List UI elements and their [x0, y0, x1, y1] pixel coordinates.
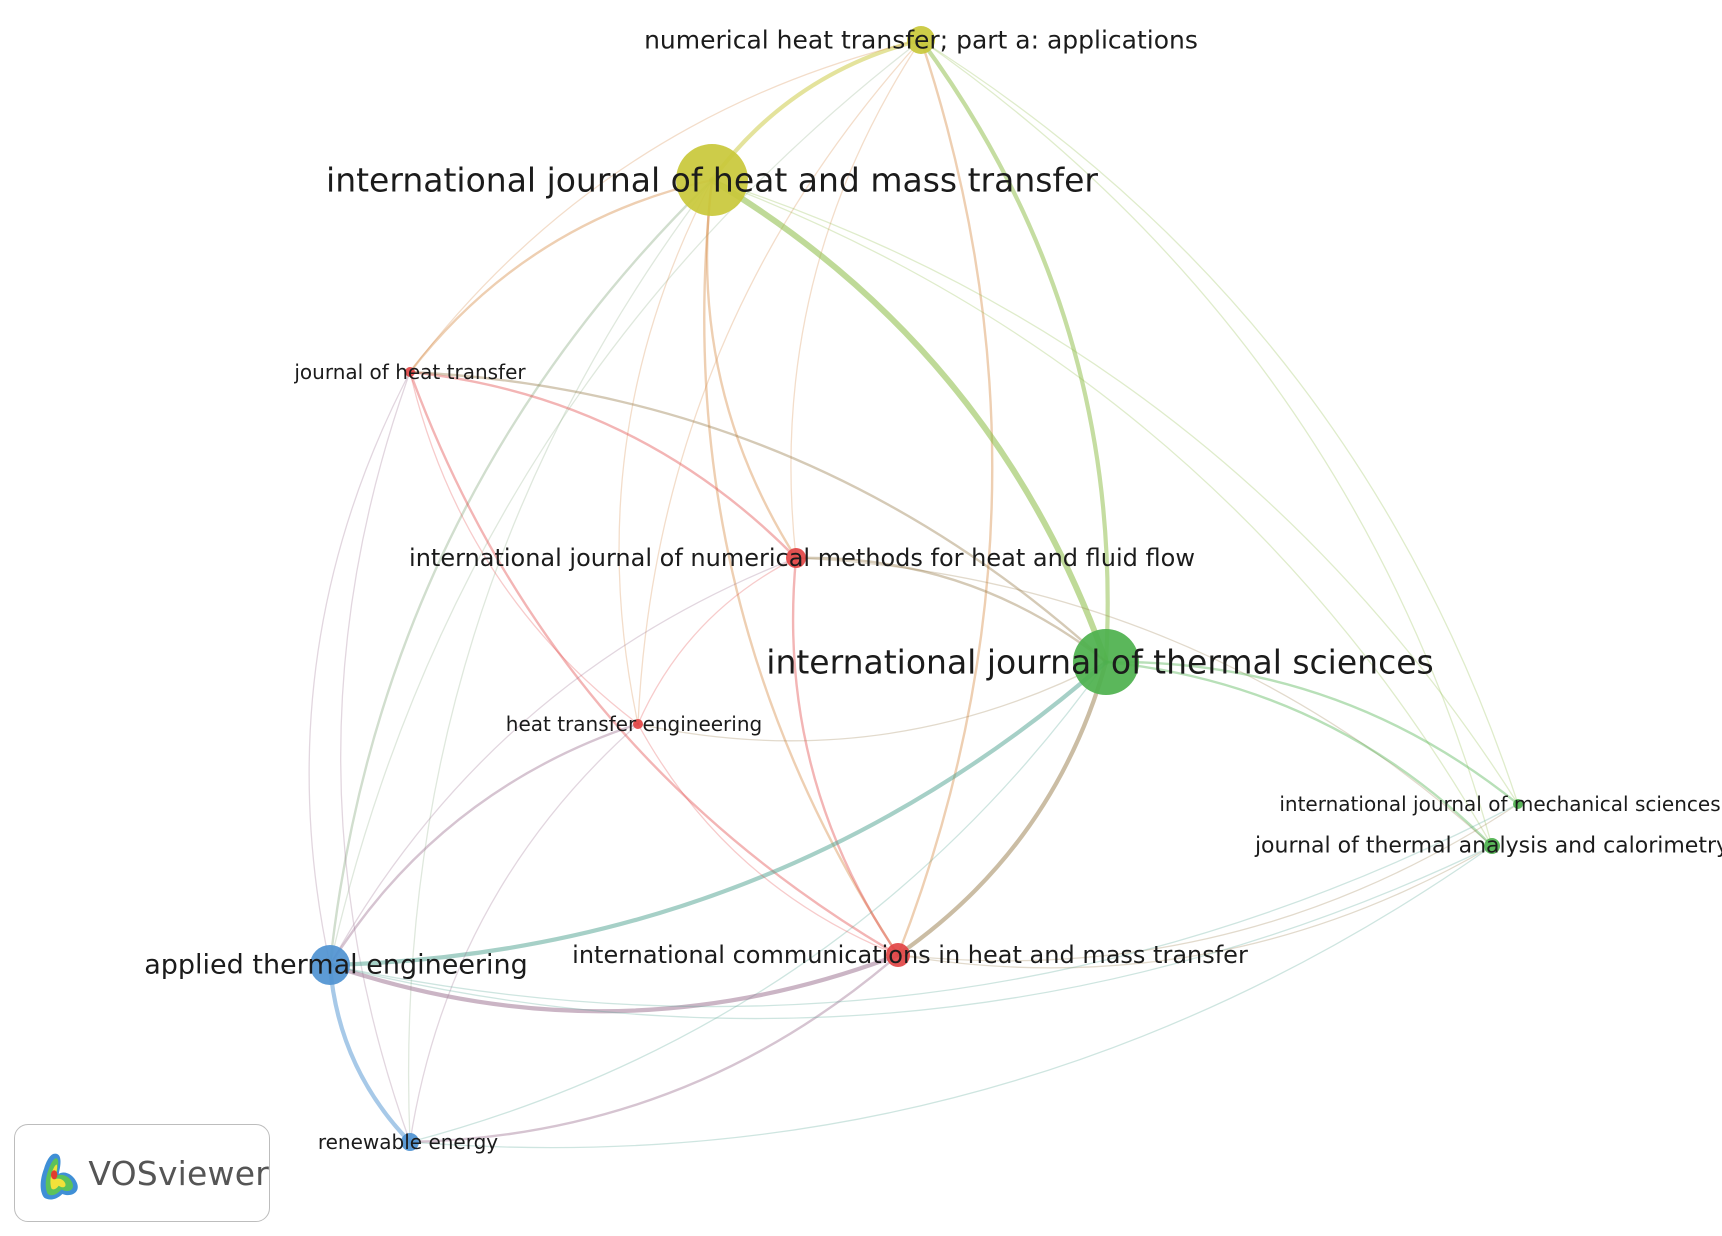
label-hte: heat transfer engineering: [506, 712, 762, 736]
node-re[interactable]: [401, 1133, 419, 1151]
node-ijhmt[interactable]: [676, 144, 748, 216]
label-ijhmt: international journal of heat and mass t…: [326, 161, 1098, 200]
label-re: renewable energy: [318, 1130, 498, 1154]
link-hte-re: [409, 723, 639, 1143]
link-ijhmt-ijts: [709, 177, 1109, 665]
label-ichmt: international communications in heat and…: [572, 941, 1248, 969]
labels-layer: numerical heat transfer; part a: applica…: [144, 26, 1722, 1155]
label-ijnmhff: international journal of numerical metho…: [409, 544, 1195, 572]
link-jht-ate: [308, 371, 411, 966]
link-hte-ichmt: [637, 723, 899, 956]
link-ichmt-ijms: [897, 803, 1519, 962]
link-ijts-ichmt: [895, 659, 1109, 958]
link-ate-re: [327, 962, 413, 1145]
link-ijhmt-ijms: [711, 179, 1519, 805]
link-jht-re: [340, 371, 411, 1143]
link-ijnmhff-jtac: [795, 557, 1493, 847]
link-ijts-jtac: [1104, 660, 1494, 848]
link-ijts-hte: [637, 661, 1107, 742]
link-re-jtac: [409, 845, 1493, 1149]
link-nhtpa-ate: [329, 39, 922, 966]
link-nhtpa-jht: [409, 39, 922, 373]
node-nhtpa[interactable]: [907, 26, 935, 54]
label-jtac: journal of thermal analysis and calorime…: [1254, 834, 1722, 859]
label-nhtpa: numerical heat transfer; part a: applica…: [644, 26, 1198, 55]
link-ijhmt-ate: [328, 178, 714, 967]
link-ijnmhff-ate: [329, 557, 797, 966]
link-ijhmt-hte: [618, 179, 713, 725]
link-ijts-re: [409, 661, 1107, 1143]
link-jht-ichmt: [408, 370, 900, 957]
link-nhtpa-ijnmhff: [790, 39, 922, 559]
links-layer: [308, 37, 1520, 1149]
label-ijms: international journal of mechanical scie…: [1279, 792, 1720, 816]
node-ichmt[interactable]: [886, 943, 910, 967]
link-nhtpa-ijms: [920, 39, 1519, 805]
link-ijnmhff-hte: [637, 557, 797, 725]
label-ijts: international journal of thermal science…: [766, 643, 1433, 682]
link-nhtpa-hte: [637, 39, 922, 725]
link-jht-ijts: [408, 370, 1108, 664]
node-jht[interactable]: [405, 367, 415, 377]
link-nhtpa-ijts: [918, 37, 1110, 665]
link-ichmt-jtac: [897, 845, 1493, 969]
link-ijts-ate: [327, 659, 1109, 968]
node-jtac[interactable]: [1484, 838, 1500, 854]
link-ijhmt-jht: [408, 178, 714, 374]
node-hte[interactable]: [633, 719, 643, 729]
link-ijhmt-ijnmhff: [705, 178, 798, 560]
vosviewer-logo: VOSviewer: [14, 1124, 270, 1222]
link-ate-jtac: [329, 845, 1493, 1020]
nodes-layer: [310, 26, 1523, 1151]
link-ichmt-ate: [327, 952, 901, 1014]
link-ijts-ijms: [1104, 660, 1520, 806]
vosviewer-logo-icon: [40, 1153, 78, 1200]
link-ichmt-re: [408, 953, 900, 1144]
link-jht-hte: [409, 371, 639, 725]
node-ijnmhff[interactable]: [786, 548, 806, 568]
link-nhtpa-ijhmt: [709, 37, 924, 183]
node-ijts[interactable]: [1073, 629, 1139, 695]
link-ijnmhff-ichmt: [791, 556, 900, 957]
link-ate-ijms: [329, 803, 1519, 1008]
link-nhtpa-ichmt: [896, 38, 994, 957]
logo-text: VOSviewer: [88, 1153, 269, 1193]
link-hte-ate: [328, 722, 640, 967]
node-ate[interactable]: [310, 945, 350, 985]
link-ijhmt-jtac: [711, 179, 1493, 847]
link-ijhmt-ichmt: [703, 178, 900, 957]
label-ate: applied thermal engineering: [144, 950, 528, 981]
node-ijms[interactable]: [1513, 799, 1523, 809]
label-jht: journal of heat transfer: [293, 360, 526, 384]
link-jht-ijnmhff: [408, 370, 798, 560]
link-nhtpa-jtac: [920, 39, 1493, 847]
link-ijnmhff-ijts: [794, 556, 1108, 664]
